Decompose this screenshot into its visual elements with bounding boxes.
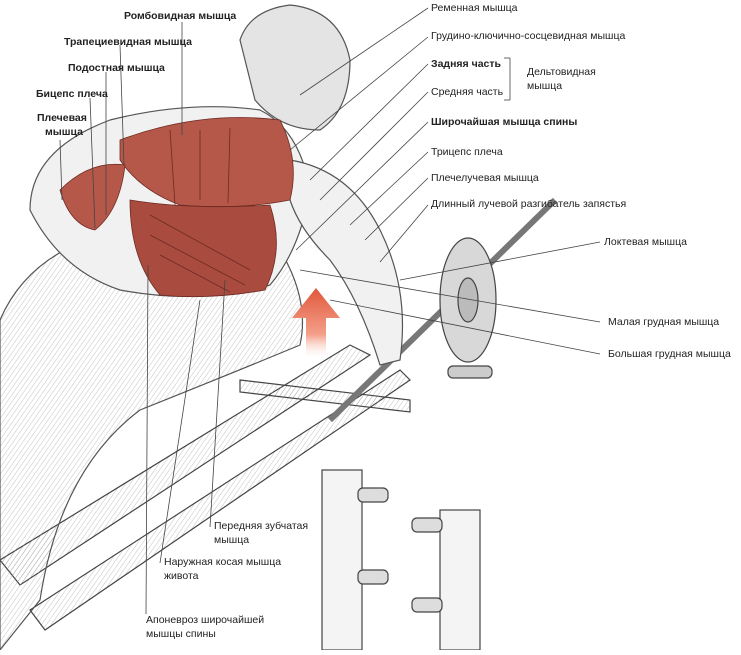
- label-sternocleidomastoid: Грудино-ключично-сосцевидная мышца: [431, 30, 626, 42]
- label-brachialis-1: Плечевая: [37, 112, 87, 124]
- label-extensor-carpi: Длинный лучевой разгибатель запястья: [431, 198, 627, 210]
- bench-illustration: [0, 344, 481, 651]
- barbell-illustration: [327, 197, 558, 423]
- label-aponeurosis-1: Апоневроз широчайшей: [146, 614, 265, 626]
- label-pectoralis-minor: Малая грудная мышца: [608, 316, 720, 328]
- label-rhomboid: Ромбовидная мышца: [124, 10, 237, 22]
- label-anconeus: Локтевая мышца: [604, 236, 687, 248]
- label-pectoralis-major: Большая грудная мышца: [608, 348, 731, 360]
- label-infraspinatus: Подостная мышца: [68, 62, 165, 74]
- label-deltoid-1: Дельтовидная: [527, 66, 596, 78]
- leader-lines: [59, 7, 601, 615]
- label-serratus-2: мышца: [214, 534, 250, 546]
- label-latissimus: Широчайшая мышца спины: [431, 116, 578, 128]
- label-brachialis-2: мышца: [45, 126, 83, 138]
- label-external-oblique-1: Наружная косая мышца: [164, 556, 282, 568]
- label-brachioradialis: Плечелучевая мышца: [431, 172, 539, 184]
- label-deltoid-2: мышца: [527, 80, 563, 92]
- label-triceps: Трицепс плеча: [431, 146, 503, 158]
- label-serratus-1: Передняя зубчатая: [214, 520, 309, 532]
- label-deltoid-middle: Средняя часть: [431, 86, 504, 98]
- upward-arrow: [292, 288, 340, 360]
- label-aponeurosis-2: мышцы спины: [146, 628, 216, 640]
- back-muscles: [59, 117, 294, 298]
- label-biceps: Бицепс плеча: [36, 88, 108, 100]
- label-external-oblique-2: живота: [164, 570, 199, 582]
- label-trapezius: Трапециевидная мышца: [64, 36, 192, 48]
- label-deltoid-posterior: Задняя часть: [431, 58, 501, 70]
- label-splenius: Ременная мышца: [431, 2, 518, 14]
